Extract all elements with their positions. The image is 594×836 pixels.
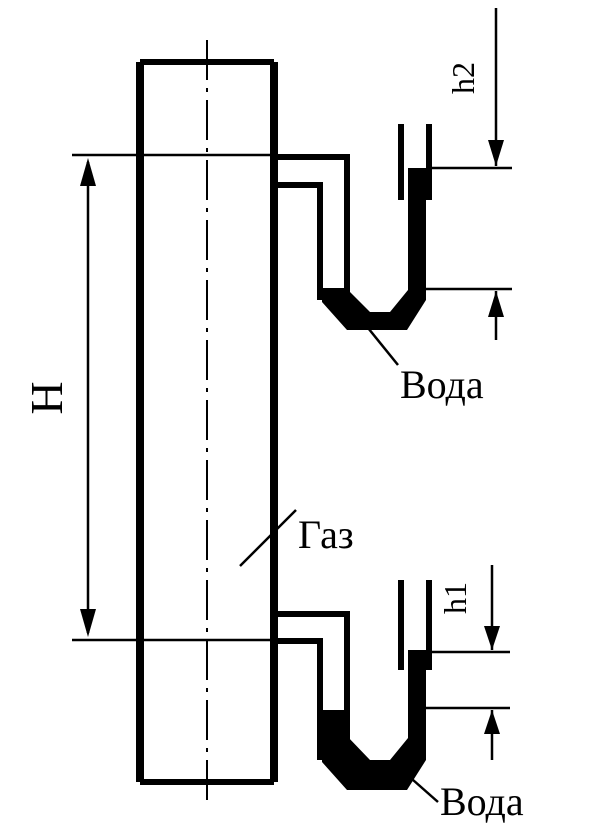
- upper-water-column: [322, 168, 426, 330]
- gas-leader-line: [239, 509, 297, 567]
- lower-water-leader-line: [403, 771, 439, 803]
- lower-tap-outer-wall: [274, 611, 350, 760]
- upper-water-label: Вода: [400, 362, 484, 407]
- h2-arrow-top: [488, 140, 504, 166]
- height-arrow-bottom: [80, 609, 96, 637]
- h1-label: h1: [437, 582, 473, 614]
- height-dimension: [72, 153, 274, 642]
- lower-water-column: [322, 650, 426, 790]
- lower-water-label: Вода: [440, 779, 524, 824]
- gas-label: Газ: [298, 512, 354, 557]
- h2-label: h2: [445, 62, 481, 94]
- h1-arrow-bottom: [484, 710, 500, 734]
- upper-tap-outer-wall: [274, 154, 350, 300]
- upper-tap-inner-wall: [274, 182, 323, 300]
- upper-level-dimension: [408, 8, 512, 340]
- lower-tap-inner-wall: [274, 638, 323, 760]
- upper-water-leader-line: [359, 317, 399, 366]
- height-arrow-top: [80, 158, 96, 186]
- h1-arrow-top: [484, 626, 500, 650]
- h2-arrow-bottom: [488, 291, 504, 317]
- height-label: H: [21, 381, 72, 414]
- upper-manometer: [274, 124, 432, 330]
- lower-manometer: [274, 580, 432, 790]
- lower-level-dimension: [408, 565, 510, 760]
